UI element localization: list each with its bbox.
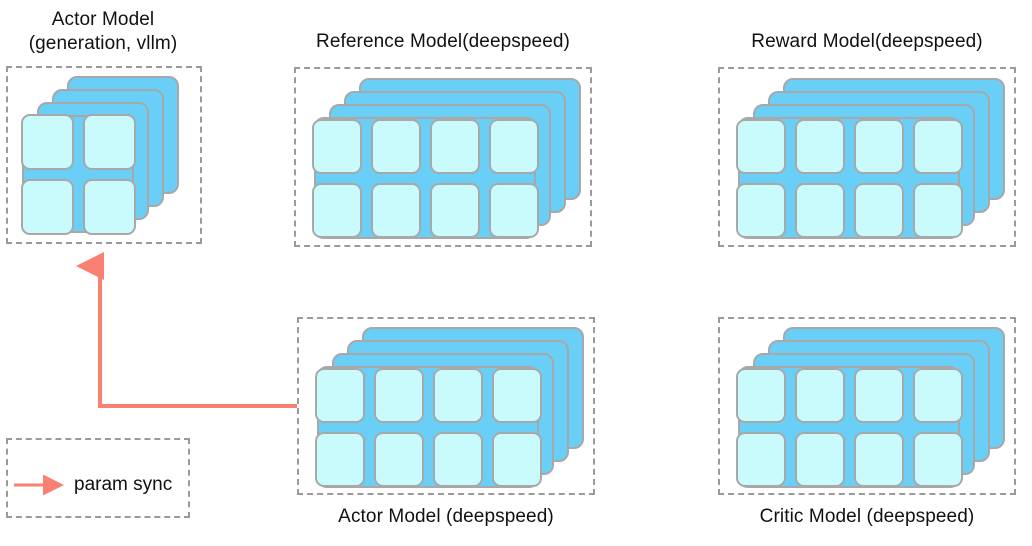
- card-cell: [311, 118, 362, 174]
- card-cell: [488, 118, 539, 174]
- card-cell: [735, 182, 786, 238]
- group-critic-model[interactable]: [718, 317, 1016, 495]
- card-cell: [491, 367, 542, 423]
- card-cell: [373, 431, 424, 487]
- card-cell: [429, 118, 480, 174]
- card-cell: [735, 431, 786, 487]
- card-cell: [488, 182, 539, 238]
- card-cell: [491, 431, 542, 487]
- caption-actor-deepspeed: Actor Model (deepspeed): [338, 506, 554, 527]
- group-actor-deepspeed[interactable]: [297, 317, 595, 495]
- card-cell: [82, 113, 136, 170]
- card-cell: [373, 367, 424, 423]
- card-cell: [82, 178, 136, 235]
- card-cell: [853, 118, 904, 174]
- card-cell: [370, 182, 421, 238]
- card-cell: [311, 182, 362, 238]
- card-stack-actor-vllm: [20, 76, 192, 236]
- card-cell: [912, 431, 963, 487]
- card-stack-reward-model: [735, 78, 1006, 240]
- card-cell: [735, 118, 786, 174]
- card-cell: [20, 178, 74, 235]
- card-stack-reference-model: [311, 78, 582, 240]
- card-cell: [912, 118, 963, 174]
- card-cell: [912, 182, 963, 238]
- card-cell: [794, 431, 845, 487]
- card-cell: [794, 367, 845, 423]
- card-front-reference-model: [311, 117, 539, 239]
- caption-critic-model: Critic Model (deepspeed): [759, 506, 975, 527]
- caption-reference-model: Reference Model(deepspeed): [316, 31, 570, 52]
- card-cell: [794, 118, 845, 174]
- card-cell: [853, 431, 904, 487]
- card-cell: [314, 431, 365, 487]
- card-cell: [735, 367, 786, 423]
- caption-reward-model: Reward Model(deepspeed): [751, 31, 983, 52]
- card-cell: [912, 367, 963, 423]
- card-stack-actor-deepspeed: [314, 327, 585, 488]
- card-cell: [432, 367, 483, 423]
- card-cell: [853, 367, 904, 423]
- card-front-critic-model: [735, 366, 963, 488]
- card-front-reward-model: [735, 117, 963, 239]
- card-cell: [794, 182, 845, 238]
- legend-label-param-sync: param sync: [74, 474, 173, 495]
- group-actor-vllm[interactable]: [6, 66, 202, 244]
- legend-row-param-sync: param sync: [14, 472, 184, 498]
- card-cell: [20, 113, 74, 170]
- legend-box: [6, 438, 190, 518]
- card-cell: [429, 182, 480, 238]
- group-reward-model[interactable]: [718, 67, 1016, 247]
- card-cell: [314, 367, 365, 423]
- card-front-actor-vllm: [20, 113, 136, 235]
- card-cell: [853, 182, 904, 238]
- legend-arrow-icon: [14, 475, 64, 495]
- card-cell: [432, 431, 483, 487]
- card-stack-critic-model: [735, 327, 1006, 488]
- card-front-actor-deepspeed: [314, 366, 542, 488]
- card-cell: [370, 118, 421, 174]
- caption-actor-vllm: Actor Model (generation, vllm): [28, 9, 178, 54]
- group-reference-model[interactable]: [294, 67, 592, 247]
